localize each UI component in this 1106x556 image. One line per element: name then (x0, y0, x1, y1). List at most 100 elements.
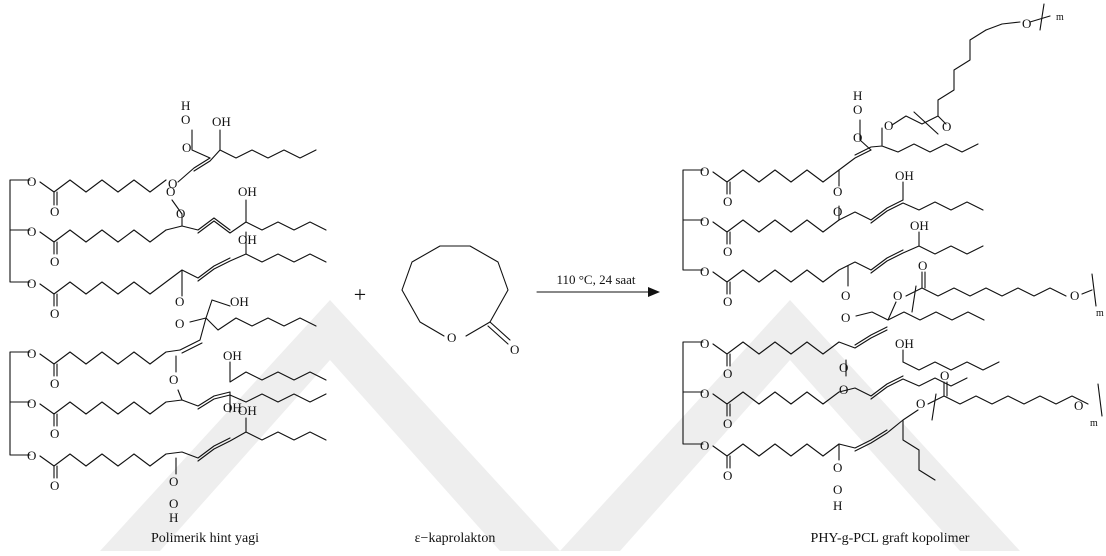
ester-oxygen: O (700, 386, 709, 401)
carbonyl-oxygen: O (723, 244, 732, 259)
lower-glycerol-backbone (9, 351, 31, 456)
lower-glycerol-backbone (682, 341, 704, 445)
peroxy-oxygen: O (169, 496, 178, 511)
lower-chain-3: O O O O O m O O H (700, 368, 1103, 513)
ester-oxygen: O (884, 118, 893, 133)
repeat-index: m (1090, 418, 1098, 429)
hydroxyl-group: OH (238, 403, 257, 418)
carbonyl-oxygen: O (50, 204, 59, 219)
chain-end-oxygen: O (1070, 288, 1079, 303)
ester-oxygen: O (700, 214, 709, 229)
carbonyl-oxygen: O (50, 376, 59, 391)
plus-sign: + (354, 282, 366, 307)
reaction-conditions: 110 °C, 24 saat (556, 272, 635, 287)
peroxy-oxygen: O (169, 372, 178, 387)
hydroxyl-group: OH (895, 336, 914, 351)
watermark (100, 300, 1020, 551)
peroxy-oxygen: O (833, 460, 842, 475)
hydroxyl-group: OH (230, 294, 249, 309)
peroxy-hydrogen: H (169, 510, 178, 525)
peroxy-oxygen: O (175, 316, 184, 331)
lower-chain-1: O O OH (700, 326, 1000, 381)
peroxy-hydrogen: H (833, 498, 842, 513)
ester-oxygen: O (27, 346, 36, 361)
ester-oxygen: O (27, 396, 36, 411)
upper-chain-2: O O O OH (700, 168, 984, 259)
carbonyl-oxygen: O (50, 478, 59, 493)
upper-chain-1: O O O O O H OH (27, 98, 317, 219)
carbonyl-oxygen: O (940, 368, 949, 383)
polymeric-castor-oil-structure: O O O O O H OH O O O O OH O (9, 98, 327, 525)
hydroxyl-group: OH (223, 348, 242, 363)
upper-chain-1: O O O O H O (700, 88, 979, 209)
reaction-arrow-head (648, 287, 660, 297)
upper-chain-3: O O OH O O OH (27, 231, 327, 354)
carbonyl-double-bond (487, 321, 511, 345)
product-label: PHY-g-PCL graft kopolimer (811, 531, 970, 546)
carbonyl-oxygen: O (723, 366, 732, 381)
ester-oxygen: O (27, 224, 36, 239)
upper-glycerol-backbone (9, 179, 31, 283)
carbonyl-oxygen: O (723, 416, 732, 431)
chain-end-oxygen: O (1022, 16, 1031, 31)
ester-oxygen: O (700, 336, 709, 351)
peroxy-oxygen: O (175, 294, 184, 309)
ester-oxygen: O (700, 438, 709, 453)
peroxy-oxygen: O (181, 112, 190, 127)
peroxy-hydrogen: H (853, 88, 862, 103)
ester-oxygen: O (27, 448, 36, 463)
peroxy-oxygen: O (169, 474, 178, 489)
carbonyl-oxygen: O (50, 254, 59, 269)
carbonyl-oxygen: O (723, 468, 732, 483)
peroxy-oxygen: O (182, 140, 191, 155)
ester-oxygen: O (700, 164, 709, 179)
hydroxyl-group: OH (238, 232, 257, 247)
upper-chain-2: O O O O OH (27, 184, 327, 269)
caprolactone-structure: O O (401, 245, 519, 357)
carbonyl-oxygen: O (918, 258, 927, 273)
peroxy-oxygen: O (168, 176, 177, 191)
peroxy-oxygen: O (841, 310, 850, 325)
caprolactone-ring (401, 245, 509, 337)
ester-oxygen: O (27, 276, 36, 291)
peroxy-oxygen: O (833, 204, 842, 219)
peroxy-oxygen: O (853, 130, 862, 145)
carbonyl-oxygen: O (942, 119, 951, 134)
lower-chain-3: O O OH O O H (27, 403, 327, 525)
chain-end-oxygen: O (1074, 398, 1083, 413)
lower-chain-2: O O OH (27, 389, 327, 441)
repeat-index: m (1056, 12, 1064, 23)
ring-oxygen: O (447, 330, 456, 345)
caprolactone-label: ε−kaprolakton (415, 531, 496, 546)
ester-oxygen: O (893, 288, 902, 303)
lower-chain-1: O O O OH (27, 346, 327, 391)
peroxy-oxygen: O (839, 360, 848, 375)
peroxy-hydrogen: H (181, 98, 190, 113)
ester-oxygen: O (27, 174, 36, 189)
carbonyl-oxygen: O (510, 342, 519, 357)
polymer-label: Polimerik hint yagi (151, 531, 259, 546)
hydroxyl-group: OH (212, 114, 231, 129)
peroxy-oxygen: O (841, 288, 850, 303)
upper-glycerol-backbone (682, 169, 704, 271)
lower-chain-2: O O O O (700, 359, 968, 431)
peroxy-oxygen: O (166, 184, 175, 199)
ester-oxygen: O (700, 264, 709, 279)
carbonyl-oxygen: O (50, 426, 59, 441)
reaction-arrow (536, 287, 660, 297)
watermark-chevron-right (560, 300, 1020, 551)
peroxy-oxygen: O (839, 382, 848, 397)
hydroxyl-group: OH (910, 218, 929, 233)
repeat-index: m (1096, 308, 1104, 319)
carbonyl-oxygen: O (723, 194, 732, 209)
hydroxyl-group: OH (895, 168, 914, 183)
top-pcl-graft: O O O m (884, 3, 1064, 135)
carbonyl-oxygen: O (50, 306, 59, 321)
hydroxyl-group: OH (223, 400, 242, 415)
carbonyl-oxygen: O (723, 294, 732, 309)
upper-chain-3: O O OH O O O O O m (700, 218, 1104, 325)
hydroxyl-group: OH (238, 184, 257, 199)
peroxy-oxygen: O (853, 102, 862, 117)
